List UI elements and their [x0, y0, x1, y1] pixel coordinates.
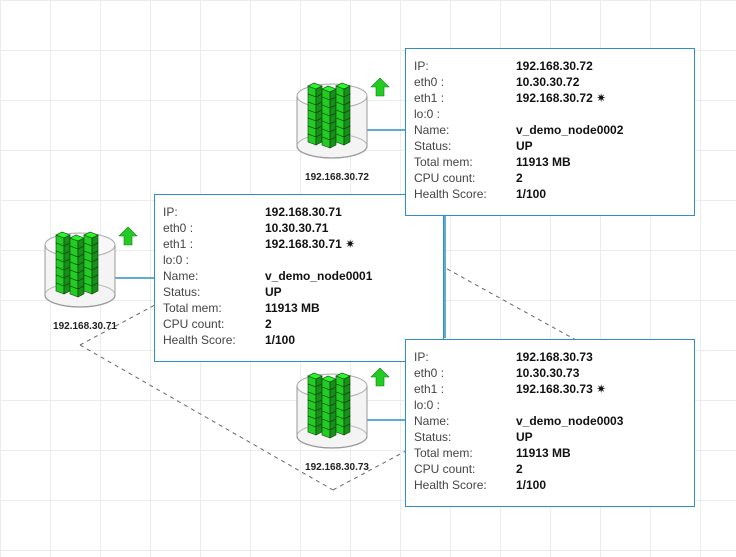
- field-label: Name:: [163, 269, 199, 283]
- status-value: UP: [516, 430, 533, 444]
- field-label: Health Score:: [414, 187, 487, 201]
- eth1-row: eth1 : 192.168.30.71 ✷: [163, 236, 443, 252]
- cpu-row: CPU count: 2: [414, 461, 694, 477]
- field-label: Status:: [414, 139, 452, 153]
- field-label: Health Score:: [414, 478, 487, 492]
- health-row: Health Score: 1/100: [163, 332, 443, 348]
- field-label: lo:0 :: [414, 398, 441, 412]
- field-label: Status:: [414, 430, 452, 444]
- field-label: IP:: [163, 205, 178, 219]
- dashed-link-1-3: [79, 344, 334, 491]
- ip-value: 192.168.30.72: [516, 59, 593, 73]
- eth0-row: eth0 : 10.30.30.72: [414, 74, 694, 90]
- status-row: Status: UP: [414, 138, 694, 154]
- dashed-link-1-top: [79, 304, 156, 346]
- star-icon: ✷: [596, 91, 607, 105]
- eth0-value: 10.30.30.73: [516, 366, 580, 380]
- mem-row: Total mem: 11913 MB: [414, 154, 694, 170]
- ip-row: IP: 192.168.30.72: [414, 58, 694, 74]
- server-cylinder-icon: [296, 367, 390, 449]
- cpu-row: CPU count: 2: [414, 170, 694, 186]
- name-row: Name: v_demo_node0002: [414, 122, 694, 138]
- star-icon: ✷: [345, 237, 356, 251]
- eth0-value: 10.30.30.71: [265, 221, 329, 235]
- lo0-row: lo:0 :: [163, 252, 443, 268]
- field-label: Total mem:: [414, 155, 473, 169]
- cpu-value: 2: [516, 462, 523, 476]
- node-3-info-panel: IP: 192.168.30.73 eth0 : 10.30.30.73 eth1 …: [405, 339, 695, 507]
- node-2-info-panel: IP: 192.168.30.72 eth0 : 10.30.30.72 eth1 …: [405, 48, 695, 216]
- status-value: UP: [265, 285, 282, 299]
- node-1-label: 192.168.30.71: [53, 321, 117, 332]
- field-label: eth0 :: [163, 221, 194, 235]
- field-label: CPU count:: [414, 171, 476, 185]
- name-row: Name: v_demo_node0001: [163, 268, 443, 284]
- field-label: Status:: [163, 285, 201, 299]
- field-label: eth1 :: [163, 237, 194, 251]
- status-row: Status: UP: [163, 284, 443, 300]
- mem-row: Total mem: 11913 MB: [414, 445, 694, 461]
- mem-value: 11913 MB: [516, 155, 571, 169]
- name-value: v_demo_node0001: [265, 269, 373, 283]
- ip-row: IP: 192.168.30.73: [414, 349, 694, 365]
- mem-value: 11913 MB: [516, 446, 571, 460]
- field-label: Name:: [414, 414, 450, 428]
- ip-value: 192.168.30.71: [265, 205, 342, 219]
- mem-row: Total mem: 11913 MB: [163, 300, 443, 316]
- node-2[interactable]: 192.168.30.72: [292, 76, 390, 183]
- eth1-value: 192.168.30.72: [516, 91, 593, 105]
- field-label: eth0 :: [414, 75, 445, 89]
- ip-row: IP: 192.168.30.71: [163, 204, 443, 220]
- dashed-link-2-3: [439, 264, 586, 346]
- eth1-row: eth1 : 192.168.30.73 ✷: [414, 381, 694, 397]
- cpu-value: 2: [265, 317, 272, 331]
- field-label: IP:: [414, 350, 429, 364]
- ip-value: 192.168.30.73: [516, 350, 593, 364]
- node-2-label: 192.168.30.72: [305, 172, 369, 183]
- lo0-row: lo:0 :: [414, 106, 694, 122]
- field-label: CPU count:: [163, 317, 225, 331]
- star-icon: ✷: [596, 382, 607, 396]
- field-label: Health Score:: [163, 333, 236, 347]
- field-label: Total mem:: [163, 301, 222, 315]
- eth0-row: eth0 : 10.30.30.73: [414, 365, 694, 381]
- cpu-value: 2: [516, 171, 523, 185]
- server-cylinder-icon: [296, 77, 390, 159]
- field-label: lo:0 :: [414, 107, 441, 121]
- field-label: IP:: [414, 59, 429, 73]
- eth1-value: 192.168.30.73: [516, 382, 593, 396]
- cpu-row: CPU count: 2: [163, 316, 443, 332]
- health-row: Health Score: 1/100: [414, 186, 694, 202]
- field-label: eth0 :: [414, 366, 445, 380]
- node-1[interactable]: 192.168.30.71: [40, 225, 138, 332]
- status-row: Status: UP: [414, 429, 694, 445]
- health-value: 1/100: [516, 187, 547, 201]
- node-1-info-panel: IP: 192.168.30.71 eth0 : 10.30.30.71 eth1 …: [154, 194, 444, 362]
- lo0-row: lo:0 :: [414, 397, 694, 413]
- eth0-value: 10.30.30.72: [516, 75, 580, 89]
- name-value: v_demo_node0002: [516, 123, 624, 137]
- eth1-value: 192.168.30.71: [265, 237, 342, 251]
- node-3[interactable]: 192.168.30.73: [292, 366, 390, 473]
- field-label: lo:0 :: [163, 253, 190, 267]
- server-cylinder-icon: [44, 226, 138, 308]
- eth1-row: eth1 : 192.168.30.72 ✷: [414, 90, 694, 106]
- eth0-row: eth0 : 10.30.30.71: [163, 220, 443, 236]
- field-label: eth1 :: [414, 382, 445, 396]
- field-label: Name:: [414, 123, 450, 137]
- name-row: Name: v_demo_node0003: [414, 413, 694, 429]
- field-label: CPU count:: [414, 462, 476, 476]
- field-label: eth1 :: [414, 91, 445, 105]
- node-3-label: 192.168.30.73: [305, 462, 369, 473]
- name-value: v_demo_node0003: [516, 414, 624, 428]
- mem-value: 11913 MB: [265, 301, 320, 315]
- health-value: 1/100: [265, 333, 296, 347]
- health-value: 1/100: [516, 478, 547, 492]
- status-value: UP: [516, 139, 533, 153]
- health-row: Health Score: 1/100: [414, 477, 694, 493]
- field-label: Total mem:: [414, 446, 473, 460]
